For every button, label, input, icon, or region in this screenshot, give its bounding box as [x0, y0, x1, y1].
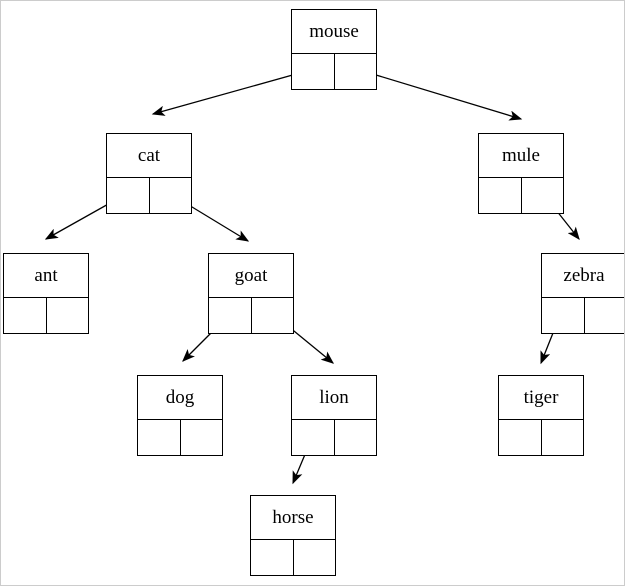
left-pointer-cell-goat[interactable] [209, 298, 252, 333]
right-pointer-cell-mule[interactable] [522, 178, 564, 213]
node-pointers-goat [209, 298, 293, 333]
node-pointers-lion [292, 420, 376, 455]
right-pointer-cell-cat[interactable] [150, 178, 192, 213]
node-pointers-mule [479, 178, 563, 213]
edge-mouse-left-to-cat [151, 68, 315, 116]
tree-node-horse[interactable]: horse [250, 495, 336, 576]
node-pointers-dog [138, 420, 222, 455]
node-pointers-cat [107, 178, 191, 213]
right-pointer-cell-mouse[interactable] [335, 54, 377, 89]
tree-node-tiger[interactable]: tiger [498, 375, 584, 456]
node-pointers-horse [251, 540, 335, 575]
right-pointer-cell-horse[interactable] [294, 540, 336, 575]
left-pointer-cell-dog[interactable] [138, 420, 181, 455]
tree-node-cat[interactable]: cat [106, 133, 192, 214]
tree-node-mule[interactable]: mule [478, 133, 564, 214]
tree-node-goat[interactable]: goat [208, 253, 294, 334]
left-pointer-cell-lion[interactable] [292, 420, 335, 455]
tree-node-zebra[interactable]: zebra [541, 253, 625, 334]
node-label-goat: goat [209, 254, 293, 298]
node-label-ant: ant [4, 254, 88, 298]
right-pointer-cell-goat[interactable] [252, 298, 294, 333]
right-pointer-cell-ant[interactable] [47, 298, 89, 333]
left-pointer-cell-mouse[interactable] [292, 54, 335, 89]
right-pointer-cell-dog[interactable] [181, 420, 223, 455]
node-pointers-mouse [292, 54, 376, 89]
left-pointer-cell-mule[interactable] [479, 178, 522, 213]
tree-node-lion[interactable]: lion [291, 375, 377, 456]
node-label-zebra: zebra [542, 254, 624, 298]
left-pointer-cell-ant[interactable] [4, 298, 47, 333]
node-label-mule: mule [479, 134, 563, 178]
node-pointers-zebra [542, 298, 625, 333]
tree-node-ant[interactable]: ant [3, 253, 89, 334]
left-pointer-cell-cat[interactable] [107, 178, 150, 213]
edge-mouse-right-to-mule [352, 67, 523, 121]
node-label-lion: lion [292, 376, 376, 420]
node-pointers-ant [4, 298, 88, 333]
node-label-cat: cat [107, 134, 191, 178]
tree-node-mouse[interactable]: mouse [291, 9, 377, 90]
left-pointer-cell-tiger[interactable] [499, 420, 542, 455]
node-label-mouse: mouse [292, 10, 376, 54]
right-pointer-cell-tiger[interactable] [542, 420, 584, 455]
right-pointer-cell-zebra[interactable] [585, 298, 625, 333]
right-pointer-cell-lion[interactable] [335, 420, 377, 455]
node-label-horse: horse [251, 496, 335, 540]
tree-node-dog[interactable]: dog [137, 375, 223, 456]
left-pointer-cell-zebra[interactable] [542, 298, 585, 333]
left-pointer-cell-horse[interactable] [251, 540, 294, 575]
node-label-dog: dog [138, 376, 222, 420]
node-pointers-tiger [499, 420, 583, 455]
node-label-tiger: tiger [499, 376, 583, 420]
